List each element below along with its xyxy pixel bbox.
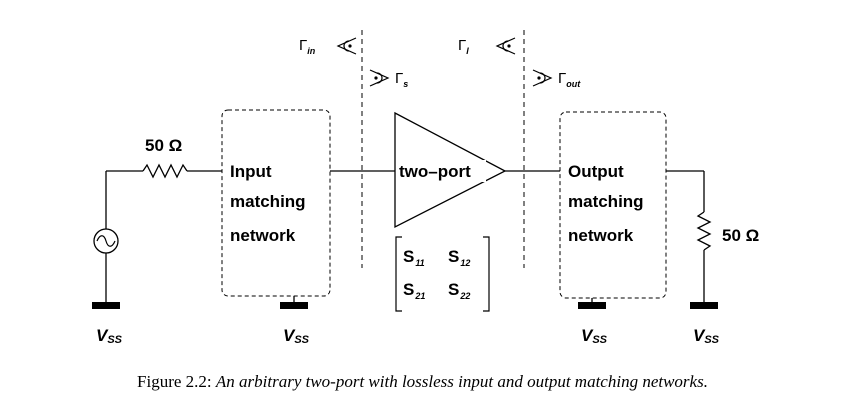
input-network-label-3: network bbox=[230, 226, 296, 245]
ground-source bbox=[92, 302, 120, 309]
s22: S22 bbox=[448, 280, 470, 301]
load-resistor bbox=[696, 211, 712, 251]
s21: S21 bbox=[403, 280, 425, 301]
output-network-label-3: network bbox=[568, 226, 634, 245]
vss-label-output: VSS bbox=[581, 326, 608, 346]
vss-label-input: VSS bbox=[283, 326, 310, 346]
gamma-out-label: Γout bbox=[558, 70, 581, 89]
source-resistor bbox=[142, 163, 188, 179]
ground-output-network bbox=[578, 302, 606, 309]
matrix-bracket-left bbox=[395, 236, 402, 312]
output-network-label-2: matching bbox=[568, 192, 644, 211]
gamma-in-label: Γin bbox=[299, 37, 316, 56]
figure-caption: Figure 2.2: An arbitrary two-port with l… bbox=[0, 372, 845, 392]
input-network-label-1: Input bbox=[230, 162, 272, 181]
vss-label-load: VSS bbox=[693, 326, 720, 346]
eye-right-icon bbox=[369, 69, 390, 87]
gamma-s-label: Γs bbox=[395, 70, 408, 89]
ground-load bbox=[690, 302, 718, 309]
output-network-label-1: Output bbox=[568, 162, 624, 181]
source-resistor-label: 50 Ω bbox=[145, 136, 182, 155]
ground-input-network bbox=[280, 302, 308, 309]
eye-left-icon bbox=[336, 37, 357, 55]
caption-text: An arbitrary two-port with lossless inpu… bbox=[215, 372, 708, 391]
input-matching-network-box bbox=[221, 109, 331, 297]
eye-left-icon bbox=[495, 37, 516, 55]
two-port-amplifier bbox=[394, 111, 507, 229]
ac-source bbox=[93, 228, 119, 254]
output-matching-network-box bbox=[559, 111, 667, 299]
gamma-l-label: Γl bbox=[458, 37, 469, 56]
s11: S11 bbox=[403, 247, 425, 268]
vss-label-source: VSS bbox=[96, 326, 123, 346]
s-parameter-matrix: S11 S12 S21 S22 bbox=[395, 236, 490, 312]
load-resistor-label: 50 Ω bbox=[722, 226, 759, 245]
input-network-label-2: matching bbox=[230, 192, 306, 211]
caption-prefix: Figure 2.2: bbox=[137, 372, 212, 391]
amplifier-label: two–port bbox=[399, 162, 471, 181]
eye-right-icon bbox=[532, 69, 553, 87]
amplifier-label-bg bbox=[398, 160, 486, 182]
s12: S12 bbox=[448, 247, 470, 268]
matrix-bracket-right bbox=[483, 236, 490, 312]
